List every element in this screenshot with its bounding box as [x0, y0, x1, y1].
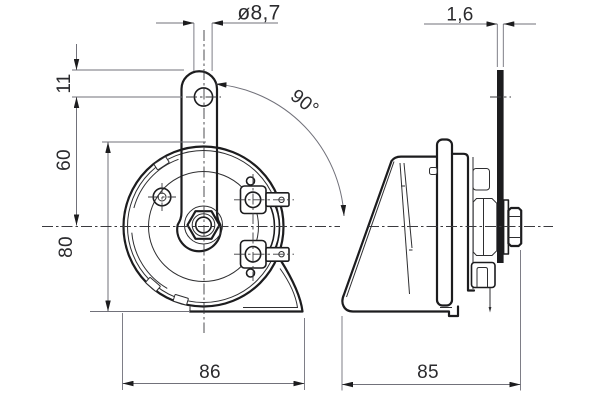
foot-inner-line: [243, 268, 299, 308]
side-nut: [507, 206, 523, 248]
bottom-tab-slot: [476, 267, 488, 288]
seam-arc-upper-left: [133, 158, 179, 209]
dim-85: 85: [342, 362, 521, 388]
side-nut-facets: [508, 216, 522, 238]
dim-86-label: 86: [199, 362, 221, 383]
front-view: [122, 70, 304, 313]
dim-60-label: 60: [54, 149, 75, 171]
mouth-slit-line-1: [399, 162, 410, 295]
center-fastener: [184, 205, 223, 245]
rim-strip: [435, 138, 454, 307]
dim-hole-diameter: ø8,7: [156, 2, 280, 26]
housing: [450, 152, 498, 313]
dim-11-label: 11: [54, 73, 75, 93]
shell-thickness-line: [346, 161, 395, 298]
mouth-slit-line-2: [403, 162, 413, 249]
side-view: [341, 70, 523, 318]
boss-circle: [184, 205, 223, 245]
spacer-block: [472, 198, 498, 256]
foot-outline: [188, 258, 304, 313]
dim-plate-thickness: 1,6: [424, 5, 536, 27]
center-lines: [42, 30, 553, 333]
hex-nut: [186, 210, 221, 240]
terminal-lower-rivet: [245, 268, 256, 278]
mounting-plate: [497, 70, 504, 263]
rim-strip-tab: [429, 167, 438, 175]
bottom-tab: [470, 261, 496, 289]
dim-85-label: 85: [417, 362, 439, 383]
terminal-crosshairs: [234, 174, 294, 281]
stud-circle-inner: [194, 216, 213, 234]
crimp-tabs: [145, 156, 189, 306]
dim-80-label: 80: [56, 236, 77, 258]
dim-11-60: 11 60: [54, 44, 80, 226]
dim-1-6-label: 1,6: [446, 5, 473, 26]
stud-circle-outer: [191, 213, 216, 237]
contact-pin-tip: [488, 307, 492, 313]
mounting-foot: [188, 258, 304, 313]
housing-step-block: [472, 168, 490, 191]
mounting-plate-assembly: [497, 70, 523, 263]
trumpet-shell: [341, 155, 460, 318]
seam-arc-lower-left: [131, 232, 168, 289]
rivet-crosshair: [148, 183, 176, 211]
slit-joints: [401, 185, 413, 251]
dimensions: ø8,7 11 60 80 86 90° 1,6: [54, 2, 536, 391]
dim-hole-diameter-label: ø8,7: [237, 2, 280, 25]
shell-outline: [341, 155, 460, 318]
dim-86: 86: [122, 362, 305, 387]
extension-lines: [72, 23, 521, 391]
back-plate-edge: [450, 152, 476, 292]
